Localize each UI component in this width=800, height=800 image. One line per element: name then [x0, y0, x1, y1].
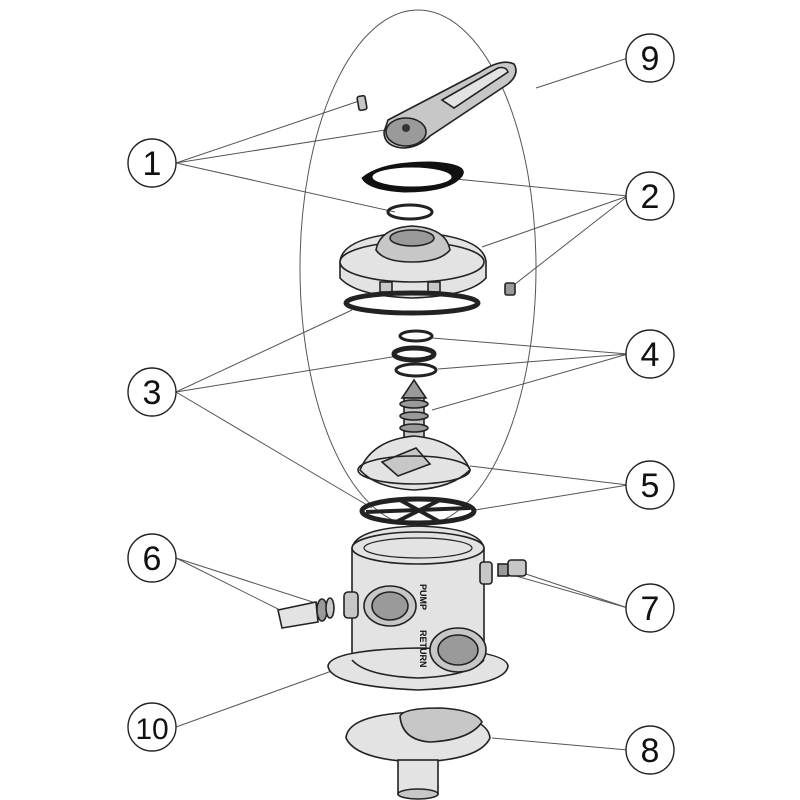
spider-gasket: [359, 496, 477, 526]
pressure-fitting: [497, 559, 527, 577]
return-port-label: RETURN: [418, 630, 428, 668]
callout-8: 8: [625, 725, 675, 775]
pump-port-label: PUMP: [418, 584, 428, 610]
callout-5: 5: [625, 460, 675, 510]
cover-plug: [504, 282, 516, 296]
callout-7: 7: [625, 583, 675, 633]
inlet-nozzle: [277, 597, 335, 629]
valve-handle: [383, 61, 517, 149]
callout-3-text: 3: [143, 374, 162, 412]
callout-5-text: 5: [641, 467, 660, 505]
callout-7-text: 7: [641, 590, 660, 628]
leader-lines: [175, 57, 629, 751]
handle-washer: [386, 203, 434, 221]
set-screw: [356, 94, 368, 112]
callout-8-text: 8: [641, 732, 660, 770]
cover-gasket: [361, 161, 464, 193]
rotor-o-rings: [391, 329, 438, 378]
valve-cover: [339, 225, 487, 299]
callout-10: 10: [127, 702, 177, 752]
callout-3: 3: [127, 367, 177, 417]
callout-1: 1: [127, 138, 177, 188]
rotor-shaft: [399, 378, 429, 443]
callout-4-text: 4: [641, 336, 660, 374]
callout-10-text: 10: [135, 713, 168, 746]
callout-9: 9: [625, 33, 675, 83]
rotor-disc: [357, 435, 471, 491]
callout-4: 4: [625, 329, 675, 379]
callouts: 1 2 3 4 5 6 7 8: [127, 33, 675, 775]
callout-6: 6: [127, 533, 177, 583]
bottom-adapter: [345, 707, 491, 800]
callout-6-text: 6: [143, 540, 162, 578]
callout-9-text: 9: [641, 40, 660, 78]
callout-1-text: 1: [143, 145, 162, 183]
cover-o-ring: [343, 290, 481, 316]
callout-2: 2: [625, 171, 675, 221]
valve-body: PUMP RETURN: [327, 525, 509, 691]
callout-2-text: 2: [641, 178, 660, 216]
